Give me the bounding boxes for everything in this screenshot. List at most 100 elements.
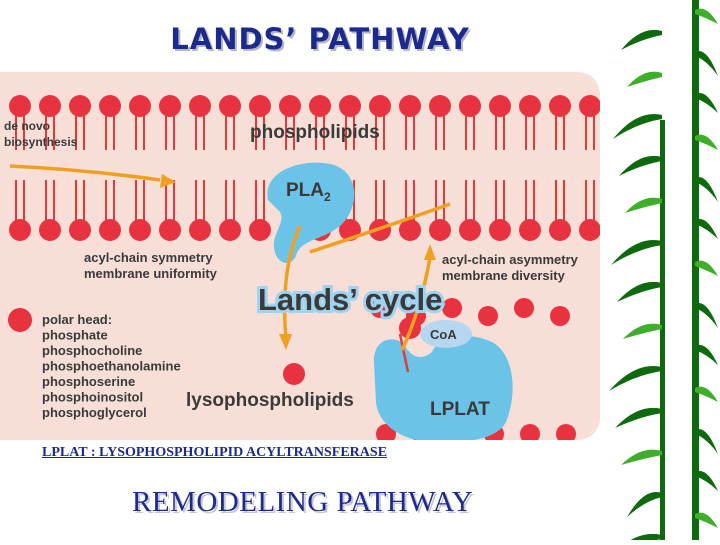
de-novo-label: de novo biosynthesis	[4, 119, 78, 149]
lipid-head	[249, 219, 271, 241]
lplat-label: LPLAT	[430, 399, 490, 420]
lipid-head	[9, 219, 31, 241]
polar-head-item: phosphoserine	[42, 374, 135, 389]
lipid-head	[39, 219, 61, 241]
bamboo-leaf	[609, 366, 662, 391]
lipid-head	[279, 95, 301, 117]
bamboo-leaf	[619, 155, 662, 176]
bamboo-leaf	[695, 303, 718, 328]
lipid-head	[309, 95, 331, 117]
polar-head-item: phosphoglycerol	[42, 405, 147, 420]
symmetry-label: acyl-chain symmetry membrane uniformity	[84, 250, 218, 281]
bamboo-leaf	[695, 134, 718, 150]
lipid-head	[249, 95, 271, 117]
bamboo-leaf	[695, 344, 718, 365]
lipid-head	[369, 95, 391, 117]
lands-cycle-label: Lands’ cycle	[258, 282, 442, 317]
pla2-enzyme-shape	[267, 162, 355, 263]
lipid-head	[99, 219, 121, 241]
bamboo-leaf	[617, 281, 662, 302]
lipid-head	[579, 95, 600, 117]
lipid-head	[442, 298, 462, 318]
bamboo-leaf	[625, 197, 662, 213]
lipid-head	[9, 95, 31, 117]
coa-blob	[420, 320, 472, 348]
polar-head-item: polar head:	[42, 312, 112, 327]
coa-acyl-chain	[398, 333, 410, 373]
lipid-head	[159, 219, 181, 241]
lipid-head	[550, 306, 570, 326]
lipid-head	[489, 95, 511, 117]
asymmetry-label: acyl-chain asymmetry membrane diversity	[442, 252, 581, 283]
lipid-head	[189, 95, 211, 117]
lipid-head	[370, 298, 390, 318]
legend-lipid-head	[8, 308, 32, 332]
bamboo-leaf	[695, 260, 718, 276]
bamboo-leaf	[623, 533, 662, 545]
polar-head-item: phosphoethanolamine	[42, 359, 181, 374]
slide-subtitle: REMODELING PATHWAY	[132, 486, 474, 518]
bamboo-leaf	[695, 8, 718, 24]
abbreviation-caption: LPLAT : LYSOPHOSPHOLIPID ACYLTRANSFERASE	[42, 445, 388, 460]
lipid-head	[459, 219, 481, 241]
bamboo-leaf	[613, 114, 662, 139]
lipid-head	[459, 95, 481, 117]
coa-label: CoA	[430, 327, 457, 342]
bamboo-leaf	[695, 512, 718, 528]
bamboo-leaf	[695, 429, 718, 454]
bamboo-stalk	[660, 120, 665, 540]
bamboo-leaf	[621, 29, 662, 50]
lipid-head	[129, 219, 151, 241]
bamboo-leaf	[695, 470, 718, 491]
bamboo-leaf	[621, 449, 662, 465]
bamboo-leaf	[627, 492, 662, 517]
bamboo-leaf	[627, 71, 662, 87]
bamboo-leaf	[695, 218, 718, 239]
lands-cycle-figure: CoA de novo biosynthesis phospholipids P…	[0, 72, 600, 440]
lipid-head	[549, 219, 571, 241]
bamboo-leaf	[623, 323, 662, 339]
lplat-enzyme-shape	[373, 336, 513, 440]
lipid-head	[219, 219, 241, 241]
bamboo-leaf	[695, 92, 718, 113]
lipid-head	[514, 298, 534, 318]
polar-head-item: phosphoinositol	[42, 390, 143, 405]
arrow-heads	[160, 174, 436, 350]
lipid-head	[399, 95, 421, 117]
lipid-head	[520, 424, 540, 440]
bamboo-leaf	[695, 177, 718, 202]
lipid-head	[99, 95, 121, 117]
lipid-head	[429, 219, 451, 241]
lipid-head	[519, 95, 541, 117]
lipid-head	[129, 95, 151, 117]
lysophospholipids-label: lysophospholipids	[186, 390, 354, 411]
lipid-head	[339, 95, 361, 117]
lipid-head	[429, 95, 451, 117]
pathway-arrows	[9, 164, 451, 351]
lipid-head	[159, 95, 181, 117]
lipid-head	[219, 95, 241, 117]
lipid-head	[189, 219, 211, 241]
lipid-head	[478, 306, 498, 326]
bamboo-leaf	[615, 407, 662, 428]
lipid-head	[489, 219, 511, 241]
slide-title: LANDS’ PATHWAY	[170, 22, 470, 56]
bamboo-decoration	[600, 0, 720, 545]
pla2-label: PLA2	[286, 180, 331, 204]
lysophospholipid-head	[283, 363, 305, 385]
lipid-head	[579, 219, 600, 241]
lipid-head	[69, 95, 91, 117]
bamboo-leaf	[611, 240, 662, 265]
lipid-bilayer	[8, 95, 600, 440]
bamboo-leaf	[695, 386, 718, 402]
lipid-head	[39, 95, 61, 117]
phospholipids-label: phospholipids	[250, 122, 380, 143]
lipid-head	[399, 219, 421, 241]
bamboo-leaf	[695, 51, 718, 76]
polar-head-item: phosphocholine	[42, 343, 142, 358]
lipid-head	[549, 95, 571, 117]
lipid-head	[556, 424, 576, 440]
polar-head-item: phosphate	[42, 328, 108, 343]
bamboo-stalk	[692, 0, 699, 540]
